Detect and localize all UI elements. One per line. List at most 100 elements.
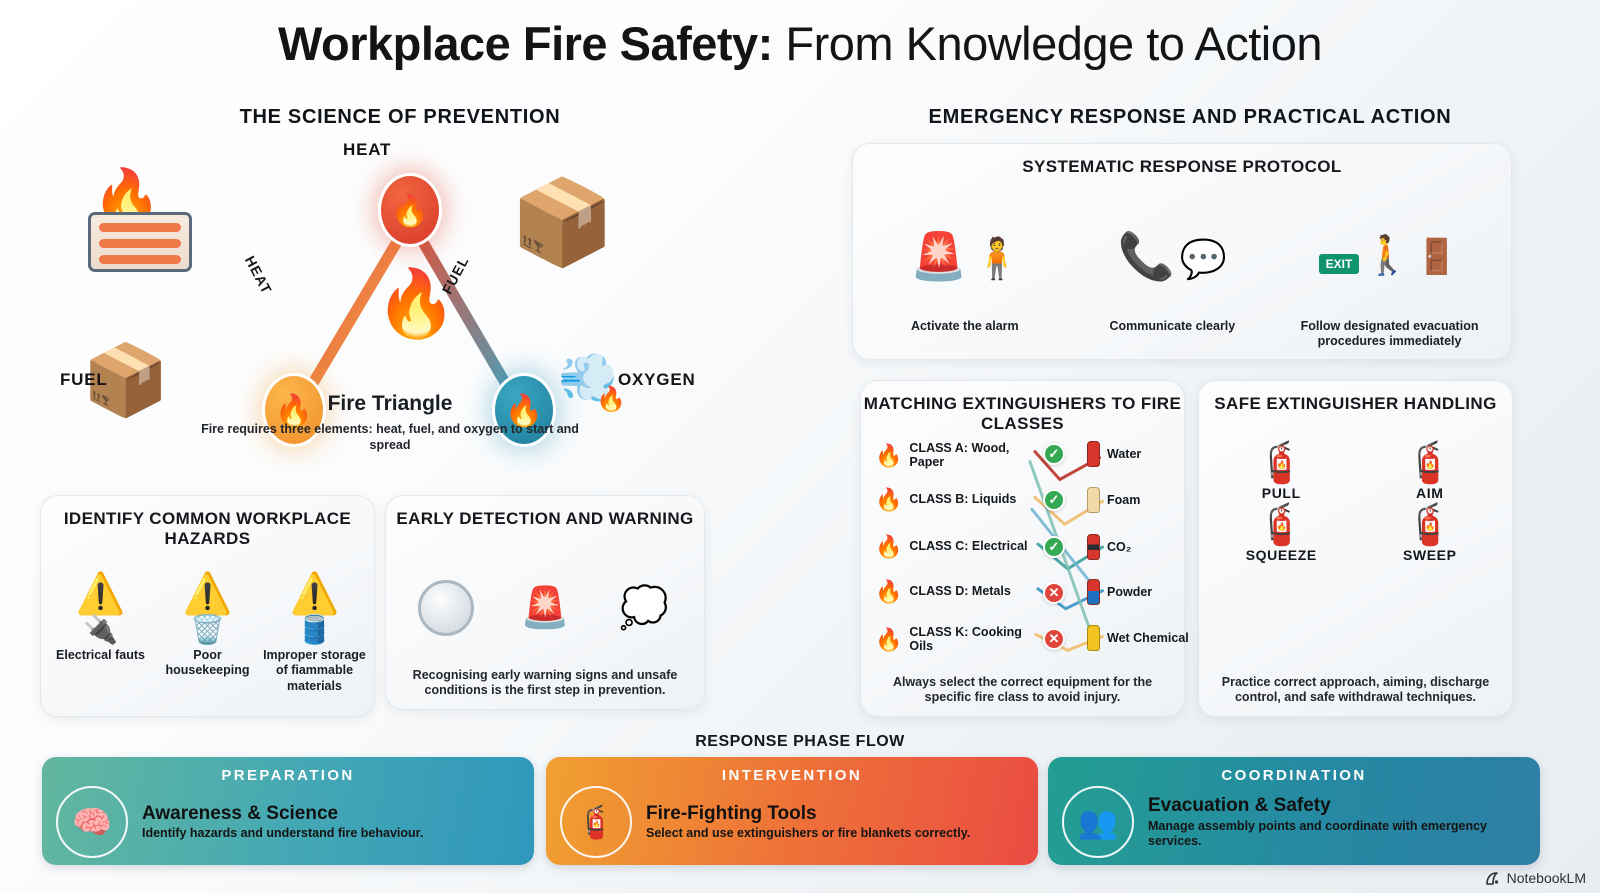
heater-body-icon: [88, 212, 192, 272]
electrical-socket-warning-icon: ⚠️: [75, 572, 126, 616]
fire-triangle-panel: 🔥 🔥 📦 📦 💨 🔥 🔥 🔥 🔥 HEAT FUEL OXYGEN HEAT …: [40, 130, 740, 480]
extinguisher-label: Wet Chemical: [1107, 630, 1189, 645]
fire-class-row[interactable]: 🔥CLASS A: Wood, Paper: [875, 441, 1035, 470]
burning-pan-icon: 🔥: [875, 626, 903, 652]
extinguisher-row[interactable]: Foam: [1087, 487, 1207, 513]
flow-phase-label: PREPARATION: [221, 767, 355, 784]
pass-step-label: AIM: [1416, 485, 1444, 501]
fire-class-label: CLASS C: Electrical: [909, 539, 1028, 554]
pull-pin-icon: 🧯: [1256, 441, 1307, 485]
center-flame-icon: 🔥: [375, 266, 458, 340]
notebooklm-icon: [1485, 871, 1498, 885]
burning-drum-icon: 🔥: [875, 487, 903, 512]
pass-step[interactable]: 🧯 SWEEP: [1356, 505, 1505, 563]
matching-card-title: MATCHING EXTINGUISHERS TO FIRE CLASSES: [863, 394, 1182, 434]
match-status-badge-ok: ✓: [1043, 443, 1065, 465]
pass-step[interactable]: 🧯 AIM: [1356, 443, 1505, 501]
detection-card-title: EARLY DETECTION AND WARNING: [396, 509, 694, 528]
pass-step[interactable]: 🧯 SQUEEZE: [1207, 505, 1356, 563]
flow-phase-coordination[interactable]: COORDINATION 👥 Evacuation & Safety Manag…: [1048, 757, 1540, 865]
triangle-node-oxygen[interactable]: 🔥: [492, 373, 556, 447]
section-header-prevention: THE SCIENCE OF PREVENTION: [239, 106, 561, 128]
page-title-bold: Workplace Fire Safety:: [277, 17, 773, 70]
extinguisher-row[interactable]: Wet Chemical: [1087, 625, 1207, 651]
assembly-point-icon: 👥: [1062, 786, 1134, 858]
pass-step-label: SWEEP: [1402, 547, 1457, 563]
handling-card: SAFE EXTINGUISHER HANDLING 🧯 PULL 🧯 AIM …: [1198, 380, 1513, 717]
hazard-caption: Improper storage of fiammable materials: [263, 648, 366, 693]
fire-class-row[interactable]: 🔥CLASS D: Metals: [875, 579, 1035, 604]
pass-steps-grid: 🧯 PULL 🧯 AIM 🧯 SQUEEZE 🧯 SWEEP: [1207, 443, 1504, 563]
match-status-badge-ok: ✓: [1043, 536, 1065, 558]
fire-class-row[interactable]: 🔥 CLASS C: Electrical: [875, 534, 1035, 559]
alarm-beacon-icon: 🚨: [520, 586, 570, 630]
extinguisher-row[interactable]: CO₂: [1087, 534, 1207, 560]
radio-phone-person-icon: 📞 💬: [1117, 230, 1227, 282]
squeeze-handle-icon: 🧯: [1256, 503, 1307, 547]
pass-step[interactable]: 🧯 PULL: [1207, 443, 1356, 501]
triangle-label-heat: HEAT: [343, 140, 392, 159]
fire-triangle-subtitle: Fire requires three elements: heat, fuel…: [201, 422, 579, 452]
flow-phase-text: Select and use extinguishers or fire bla…: [646, 826, 971, 841]
flow-phase-heading: Evacuation & Safety: [1148, 795, 1331, 817]
detection-card: EARLY DETECTION AND WARNING 🚨 💭 Recognis…: [385, 495, 705, 710]
fire-class-label: CLASS B: Liquids: [909, 492, 1017, 507]
triangle-node-heat[interactable]: 🔥: [378, 173, 442, 247]
fire-triangle-name: Fire Triangle: [327, 392, 453, 415]
hazard-item[interactable]: ⚠️ 🔌: [48, 574, 154, 644]
protocol-card-title: SYSTEMATIC RESPONSE PROTOCOL: [1022, 157, 1342, 176]
triangle-label-oxygen: OXYGEN: [618, 370, 696, 389]
smoke-detector-icon: [397, 580, 495, 636]
person-thinking-icon: 💭: [619, 586, 670, 630]
handling-card-title: SAFE EXTINGUISHER HANDLING: [1214, 394, 1497, 413]
hazard-item[interactable]: ⚠️ 🛢️: [262, 574, 368, 644]
handling-card-footer: Practice correct approach, aiming, disch…: [1221, 674, 1490, 705]
flow-phase-text: Manage assembly points and coordinate wi…: [1148, 818, 1487, 848]
matching-diagram: 🔥CLASS A: Wood, Paper 🔥CLASS B: Liquids …: [861, 439, 1189, 667]
match-status-badge-ok: ✓: [1043, 489, 1065, 511]
watermark: NotebookLM: [1485, 870, 1586, 886]
fire-class-label: CLASS A: Wood, Paper: [909, 441, 1010, 470]
extinguisher-label: Foam: [1107, 492, 1141, 507]
pass-step-label: PULL: [1261, 485, 1301, 501]
extinguisher-row[interactable]: Water: [1087, 441, 1207, 467]
matching-card: MATCHING EXTINGUISHERS TO FIRE CLASSES 🔥…: [860, 380, 1189, 717]
flow-phase-intervention[interactable]: INTERVENTION 🧯 Fire-Fighting Tools Selec…: [546, 757, 1038, 865]
match-status-badge-no: ✕: [1043, 628, 1065, 650]
extinguisher-label: CO₂: [1107, 539, 1132, 554]
flow-phase-heading: Fire-Fighting Tools: [646, 802, 817, 824]
flow-phase-text: Identify hazards and understand fire beh…: [142, 826, 424, 841]
sweep-base-icon: 🧯: [1404, 503, 1455, 547]
burning-metal-icon: 🔥: [875, 579, 903, 604]
triangle-node-fuel[interactable]: 🔥: [262, 373, 326, 447]
extinguisher-row[interactable]: Powder: [1087, 579, 1207, 605]
protocol-step-caption: Activate the alarm: [910, 318, 1019, 333]
hazard-item[interactable]: ⚠️ 🗑️: [155, 574, 261, 644]
overflowing-bin-warning-icon: ⚠️: [182, 572, 233, 616]
protocol-step-caption: Follow designated evacuation procedures …: [1300, 318, 1479, 348]
flow-phase-preparation[interactable]: PREPARATION 🧠 Awareness & Science Identi…: [42, 757, 534, 865]
section-header-response: EMERGENCY RESPONSE AND PRACTICAL ACTION: [928, 106, 1452, 128]
burning-bin-icon: 🔥: [875, 442, 903, 468]
fuel-drum-icon: 🛢️: [297, 614, 332, 645]
trash-bin-icon: 🗑️: [190, 614, 225, 645]
flow-phase-heading: Awareness & Science: [142, 802, 339, 824]
burning-computer-icon: 🔥: [875, 534, 903, 559]
wind-icon: 💨: [558, 352, 618, 405]
extinguisher-icon: 🧯: [560, 786, 632, 858]
flow-title: RESPONSE PHASE FLOW: [695, 733, 905, 750]
hazards-card: IDENTIFY COMMON WORKPLACE HAZARDS ⚠️ 🔌 ⚠…: [40, 495, 375, 717]
extinguisher-label: Powder: [1107, 584, 1153, 599]
boxes-pallet-icon: 📦: [510, 175, 615, 269]
flow-phase-label: COORDINATION: [1221, 767, 1367, 784]
protocol-step-caption: Communicate clearly: [1109, 318, 1236, 333]
aim-nozzle-icon: 🧯: [1404, 441, 1455, 485]
flammable-drum-warning-icon: ⚠️: [289, 572, 340, 616]
matching-card-footer: Always select the correct equipment for …: [892, 674, 1153, 705]
fire-class-row[interactable]: 🔥 CLASS B: Liquids: [875, 487, 1035, 512]
page-title: Workplace Fire Safety: From Knowledge to…: [0, 0, 1600, 71]
page-title-rest: From Knowledge to Action: [772, 17, 1323, 70]
fire-class-row[interactable]: 🔥CLASS K: Cooking Oils: [875, 625, 1035, 654]
pass-step-label: SQUEEZE: [1245, 547, 1317, 563]
evacuation-exit-icon: EXIT 🚶 🚪: [1280, 237, 1497, 275]
